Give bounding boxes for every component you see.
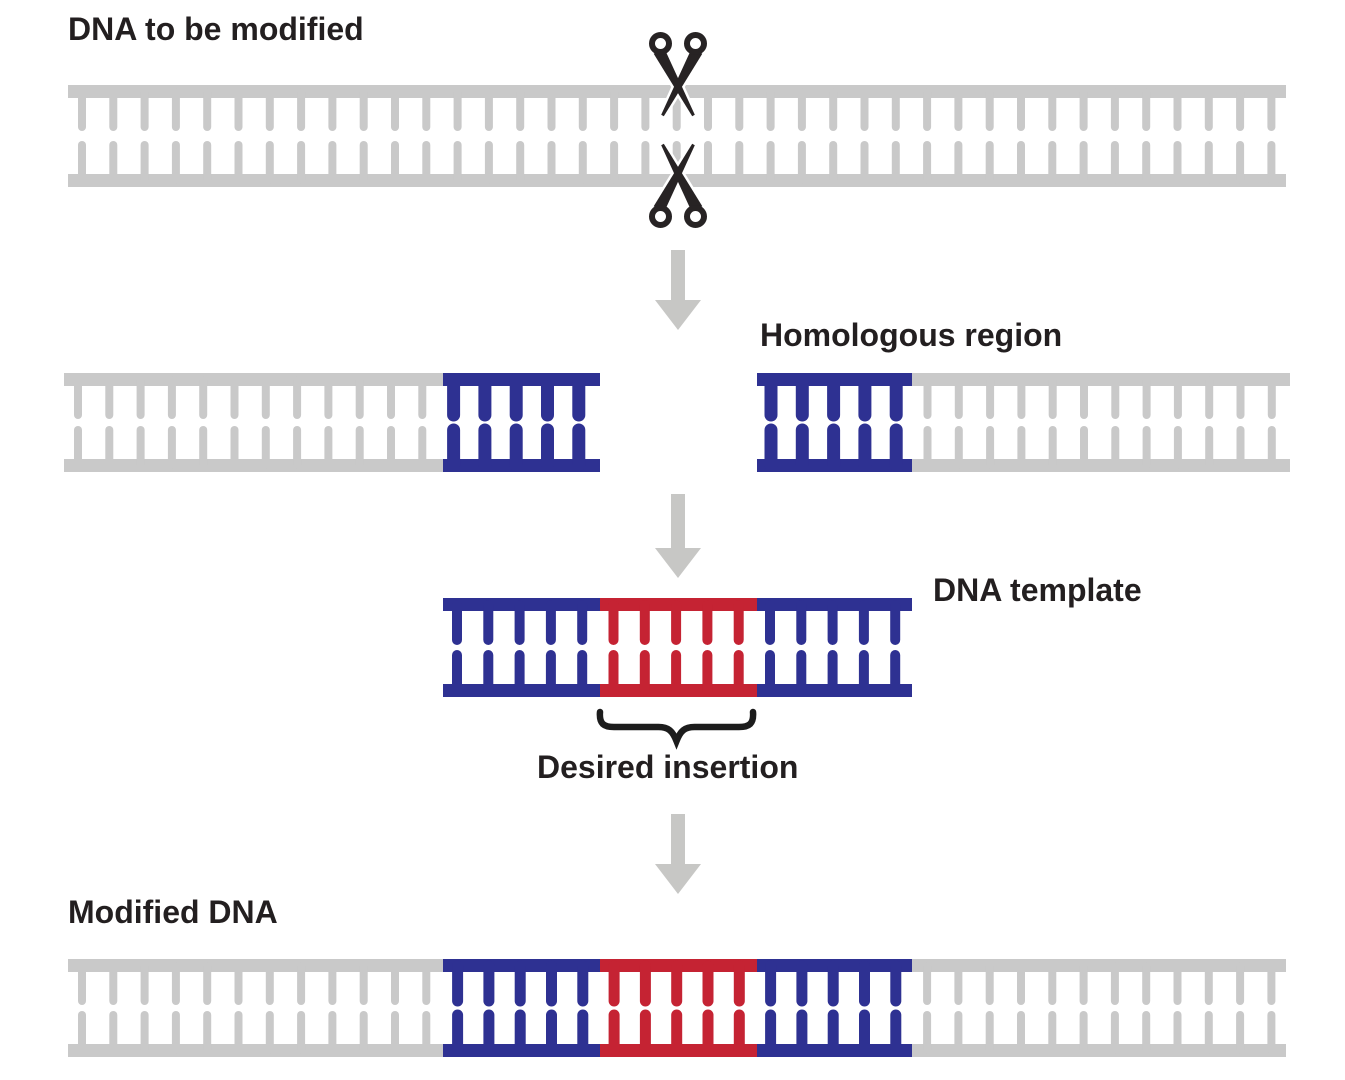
down-arrow-icon: [655, 494, 701, 578]
dna-strand-dna-template: [443, 598, 912, 697]
dna-strand-dna-to-be-modified: [68, 85, 1286, 187]
label-desired-insertion: Desired insertion: [537, 749, 799, 785]
brace-desired-insertion: [596, 708, 757, 750]
down-arrow-icon: [655, 250, 701, 330]
label-dna-to-be-modified: DNA to be modified: [68, 11, 364, 47]
dna-strand-modified-dna: [68, 959, 1286, 1057]
label-homologous-region: Homologous region: [760, 317, 1063, 353]
label-dna-template: DNA template: [933, 572, 1142, 608]
dna-strand-cut-dna-left-and-right: [64, 373, 1290, 472]
down-arrow-icon: [655, 814, 701, 894]
label-modified-dna: Modified DNA: [68, 894, 278, 930]
scissors-icon-bottom: [649, 140, 707, 228]
scissors-icon-top: [649, 32, 707, 120]
